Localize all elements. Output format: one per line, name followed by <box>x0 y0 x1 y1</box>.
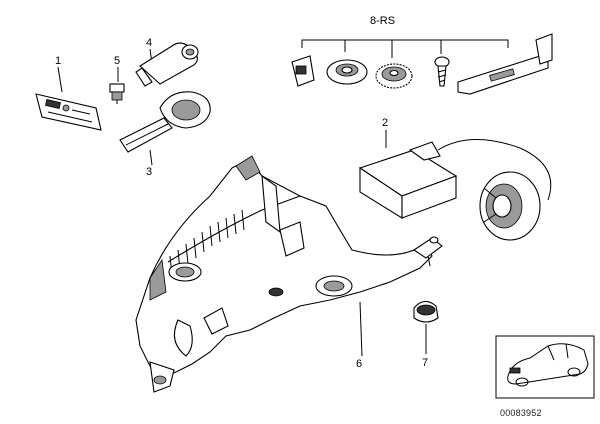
part-6-headlight-housing[interactable]: 6 <box>135 155 443 393</box>
callout-5: 5 <box>114 55 120 67</box>
part-7-cap[interactable]: 7 <box>413 300 439 369</box>
callout-4: 4 <box>146 37 152 49</box>
kit-clip <box>291 55 315 87</box>
vehicle-location-thumbnail <box>495 335 595 399</box>
callout-7: 7 <box>422 357 428 369</box>
callout-3: 3 <box>146 166 152 178</box>
kit-adjusting-ring <box>326 59 368 85</box>
callout-8-rs: 8-RS <box>370 15 395 27</box>
part-8-repair-kit[interactable]: 8-RS <box>291 15 553 95</box>
part-2-control-unit[interactable]: 2 <box>358 117 552 241</box>
kit-bracket <box>457 33 553 95</box>
callout-1: 1 <box>55 55 61 67</box>
part-3-xenon-bulb[interactable]: 3 <box>119 91 211 178</box>
part-1-label-sticker[interactable]: 1 <box>35 55 102 131</box>
kit-gear-wheel <box>375 63 413 89</box>
diagram-number: 00083952 <box>500 408 542 418</box>
callout-6: 6 <box>356 358 362 370</box>
kit-screw <box>434 56 450 87</box>
part-4-bulb-socket[interactable]: 4 <box>135 37 199 87</box>
part-5-bulb[interactable]: 5 <box>109 55 125 104</box>
callout-2: 2 <box>382 117 388 129</box>
